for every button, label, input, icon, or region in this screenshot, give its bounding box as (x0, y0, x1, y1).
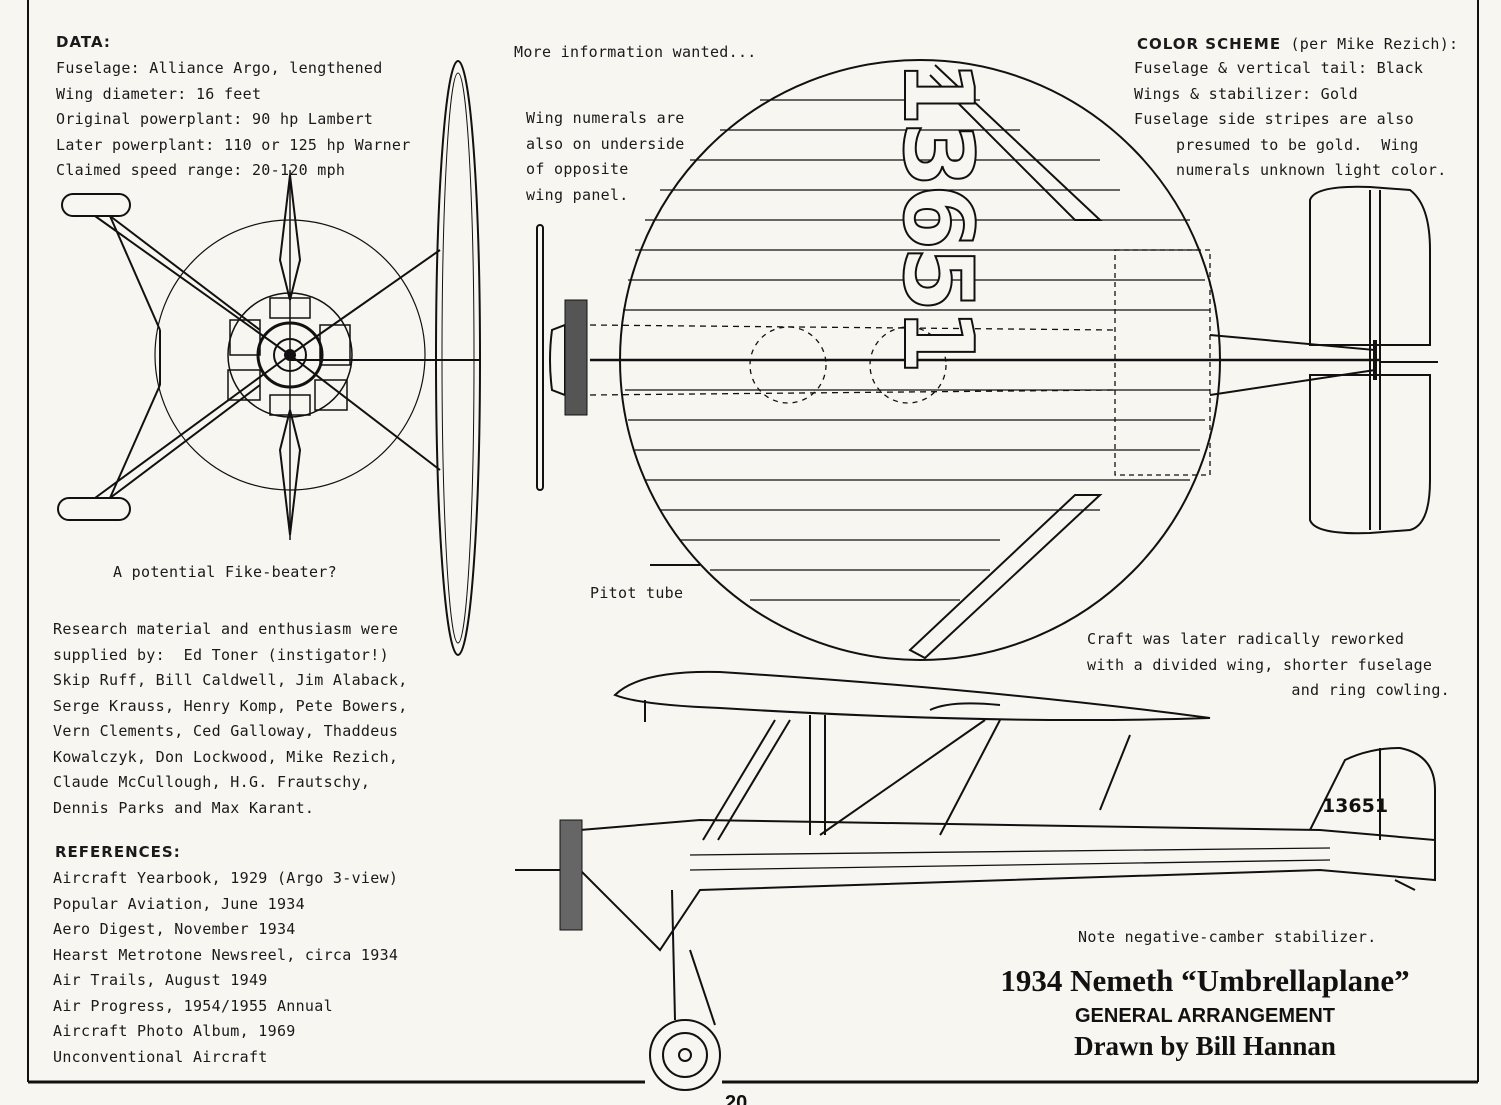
page-border (27, 0, 1479, 1084)
drawing-credit: Drawn by Bill Hannan (1074, 1031, 1336, 1061)
more-info-note: More information wanted... (514, 43, 757, 61)
references-heading: REFERENCES: (55, 843, 181, 861)
drawing-subtitle: GENERAL ARRANGEMENT (1074, 1005, 1335, 1027)
front-view-caption: A potential Fike-beater? (113, 563, 337, 581)
side-view (515, 670, 1436, 1091)
side-view-tail-numerals: 13651 (1322, 795, 1388, 817)
page-number: 20 (725, 1092, 748, 1105)
data-heading: DATA: (56, 33, 111, 51)
drawing-title: 1934 Nemeth “Umbrellaplane” (1000, 963, 1410, 998)
color-scheme-heading: COLOR SCHEME (per Mike Rezich): (1137, 35, 1459, 53)
top-view (536, 59, 1438, 661)
top-view-wing-numerals: 13651 (882, 60, 992, 371)
front-view (57, 60, 481, 656)
pitot-tube-label: Pitot tube (590, 584, 684, 602)
stabilizer-note: Note negative-camber stabilizer. (1078, 928, 1377, 946)
references-list: Aircraft Yearbook, 1929 (Argo 3-view)Pop… (53, 869, 399, 1066)
